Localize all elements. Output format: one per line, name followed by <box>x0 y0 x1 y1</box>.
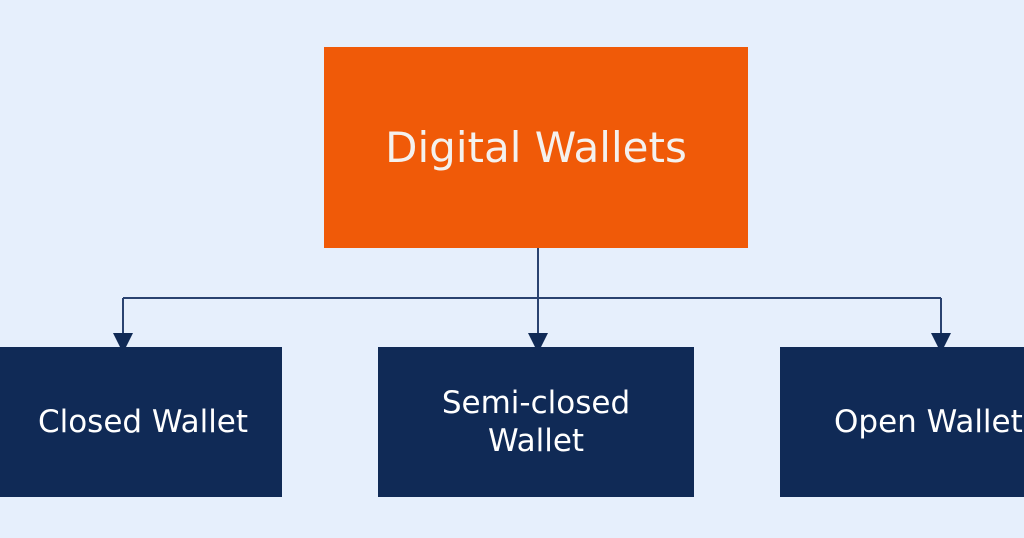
digital-wallets-node: Digital Wallets <box>324 47 748 248</box>
open-wallet-label: Open Wallet <box>834 404 1023 440</box>
open-wallet-node: Open Wallet <box>780 347 1024 497</box>
semi-closed-wallet-node: Semi-closed Wallet <box>378 347 694 497</box>
digital-wallets-label: Digital Wallets <box>385 123 687 172</box>
closed-wallet-node: Closed Wallet <box>0 347 282 497</box>
closed-wallet-label: Closed Wallet <box>37 404 249 440</box>
semi-closed-wallet-label: Semi-closed Wallet <box>441 385 631 459</box>
